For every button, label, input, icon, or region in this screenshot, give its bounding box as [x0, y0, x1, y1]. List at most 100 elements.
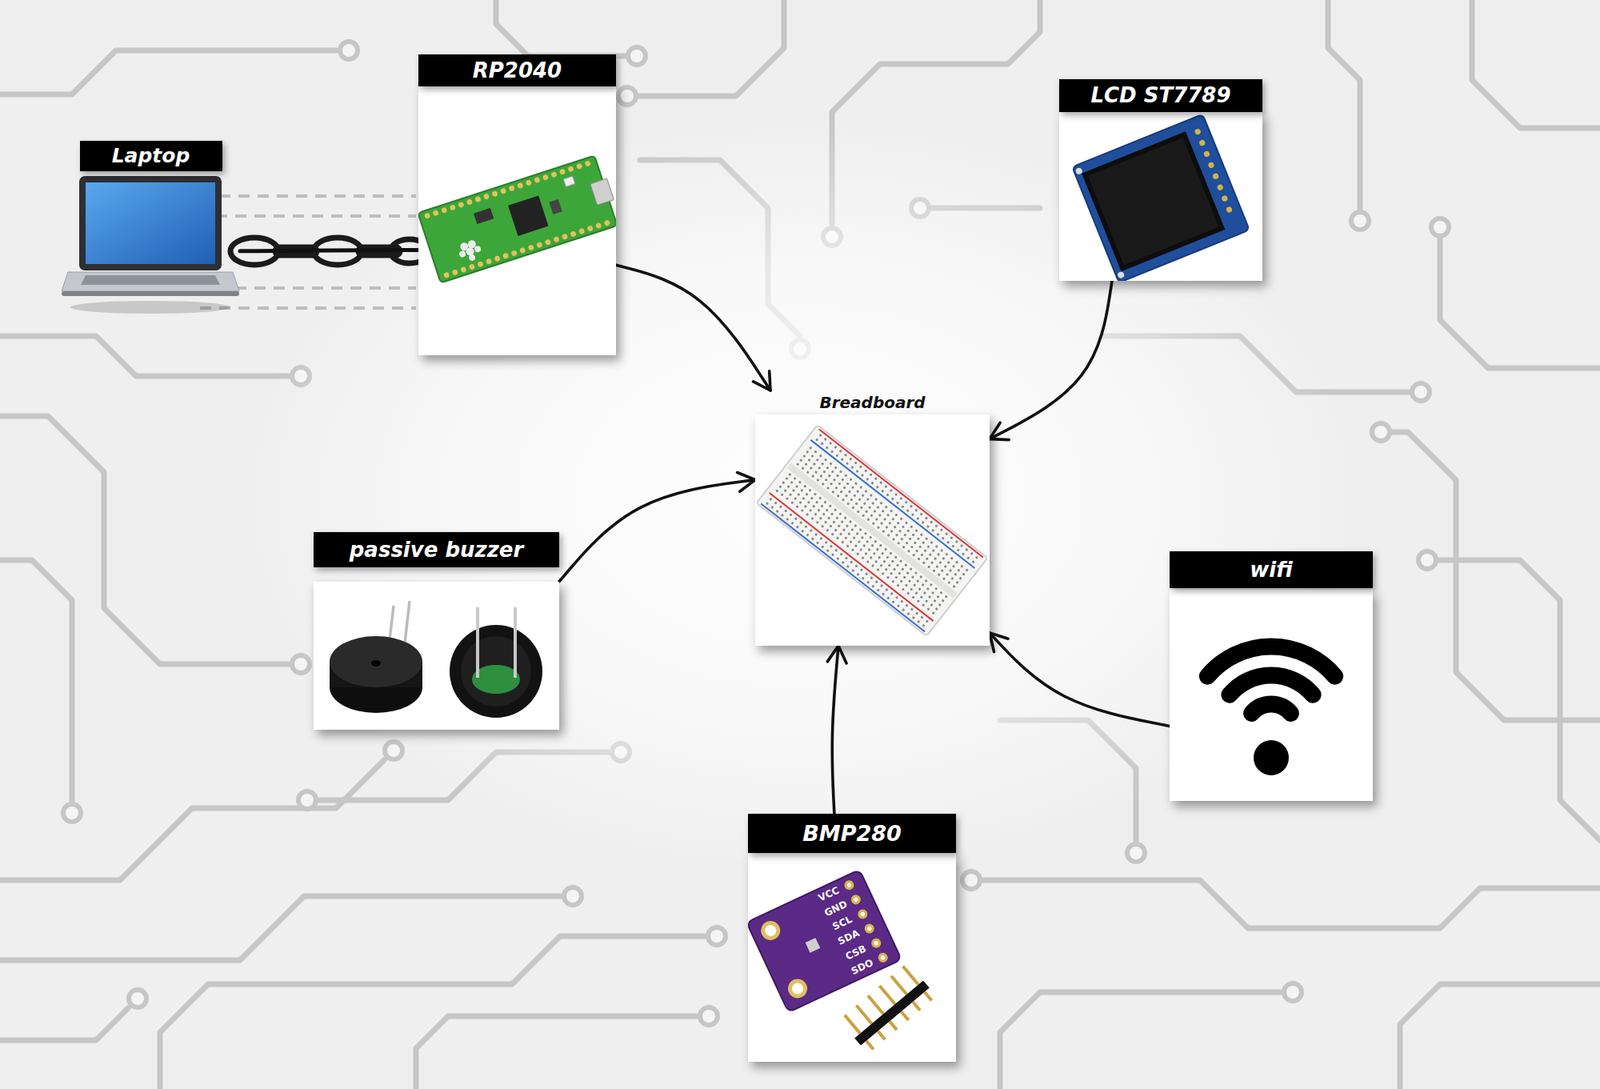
breadboard-illustration [958, 576, 962, 580]
breadboard-illustration [930, 560, 934, 564]
breadboard-illustration [920, 552, 924, 556]
circuit-trace [496, 0, 624, 56]
pico-board [586, 224, 594, 232]
circuit-trace [160, 936, 704, 1089]
breadboard-illustration [880, 584, 884, 588]
wifi-symbol [1251, 704, 1291, 713]
breadboard-illustration [848, 520, 852, 524]
connector-arrow [559, 480, 756, 582]
lcd-module [1072, 114, 1250, 281]
breadboard-illustration [864, 532, 868, 536]
breadboard-illustration [851, 568, 855, 572]
breadboard-illustration [885, 555, 889, 559]
breadboard-illustration [883, 517, 887, 521]
breadboard-illustration [860, 556, 864, 560]
pico-board [508, 184, 516, 192]
breadboard-illustration [916, 579, 920, 583]
breadboard-illustration [816, 508, 820, 512]
pico-board [548, 199, 562, 215]
breadboard-illustration [880, 551, 884, 555]
sensor-board [891, 976, 907, 995]
breadboard-illustration [834, 548, 838, 552]
breadboard-illustration [838, 512, 842, 516]
breadboard-illustration [796, 525, 800, 529]
breadboard-illustration [914, 571, 918, 575]
breadboard-illustration [908, 579, 912, 583]
breadboard-illustration [819, 474, 823, 478]
breadboard-illustration [899, 559, 903, 563]
breadboard-illustration [840, 520, 844, 524]
breadboard-illustration [886, 533, 890, 537]
breadboard-illustration [760, 503, 925, 632]
lcd-module [1225, 205, 1233, 213]
breadboard-illustration [846, 564, 850, 568]
breadboard-illustration [891, 516, 895, 520]
pico-board [432, 209, 440, 217]
breadboard-illustration [844, 452, 848, 456]
breadboard-illustration [824, 437, 828, 441]
breadboard-illustration [858, 528, 862, 532]
connector-arrow [832, 645, 839, 814]
circuit-trace [984, 880, 1600, 928]
motion-dash [200, 306, 416, 310]
breadboard-illustration [802, 454, 806, 458]
breadboard-illustration [835, 453, 839, 457]
breadboard-illustration [952, 564, 956, 568]
breadboard-illustration [805, 450, 809, 454]
wifi-symbol [1169, 589, 1373, 801]
breadboard-illustration [834, 485, 838, 489]
breadboard-illustration [804, 504, 808, 508]
breadboard-illustration [934, 524, 938, 528]
breadboard-illustration [839, 449, 843, 453]
breadboard-illustration [813, 512, 817, 516]
breadboard-illustration [805, 532, 809, 536]
breadboard-card: Breadboard [755, 390, 990, 646]
breadboard-illustration [881, 592, 885, 596]
circuit-trace [0, 760, 384, 880]
pico-board [578, 228, 586, 236]
breadboard-illustration [804, 462, 808, 466]
circuit-trace [1328, 0, 1360, 208]
breadboard-illustration [813, 492, 817, 496]
breadboard-illustration [790, 500, 794, 504]
breadboard-illustration [840, 560, 844, 564]
node-title: RP2040 [472, 59, 562, 83]
trace-pad [1431, 218, 1449, 236]
breadboard-illustration [898, 528, 902, 532]
breadboard-illustration [780, 513, 784, 517]
circuit-trace [0, 50, 336, 95]
breadboard-illustration [946, 540, 950, 544]
pico-board [457, 201, 465, 209]
breadboard-illustration [860, 536, 864, 540]
breadboard-illustration [895, 533, 899, 537]
breadboard-illustration [906, 528, 910, 532]
breadboard-illustration [798, 500, 802, 504]
breadboard-illustration [820, 441, 824, 445]
circuit-trace [1440, 560, 1600, 840]
breadboard-illustration [836, 473, 840, 477]
breadboard-illustration [775, 488, 779, 492]
breadboard-illustration [876, 484, 880, 488]
breadboard-illustration [756, 424, 988, 636]
breadboard-illustration [820, 482, 824, 486]
trace-pad [1284, 983, 1302, 1001]
breadboard-illustration [819, 453, 823, 457]
wifi-card: wifi [1169, 551, 1373, 801]
breadboard-illustration [920, 583, 924, 587]
sensor-board [790, 980, 806, 996]
breadboard-illustration [819, 428, 984, 557]
trace-pad [298, 791, 316, 809]
breadboard-illustration [848, 540, 852, 544]
breadboard-illustration [815, 500, 819, 504]
breadboard-illustration [864, 489, 868, 493]
pico-board [576, 163, 584, 171]
pico-board [508, 195, 548, 236]
breadboard-illustration [886, 596, 890, 600]
node-title: Laptop [112, 144, 191, 168]
breadboard-illustration [844, 556, 848, 560]
circuit-trace [1392, 432, 1600, 720]
breadboard-illustration [904, 603, 908, 607]
breadboard-illustration [969, 552, 973, 556]
breadboard-illustration [889, 529, 893, 533]
breadboard-illustration [903, 532, 907, 536]
